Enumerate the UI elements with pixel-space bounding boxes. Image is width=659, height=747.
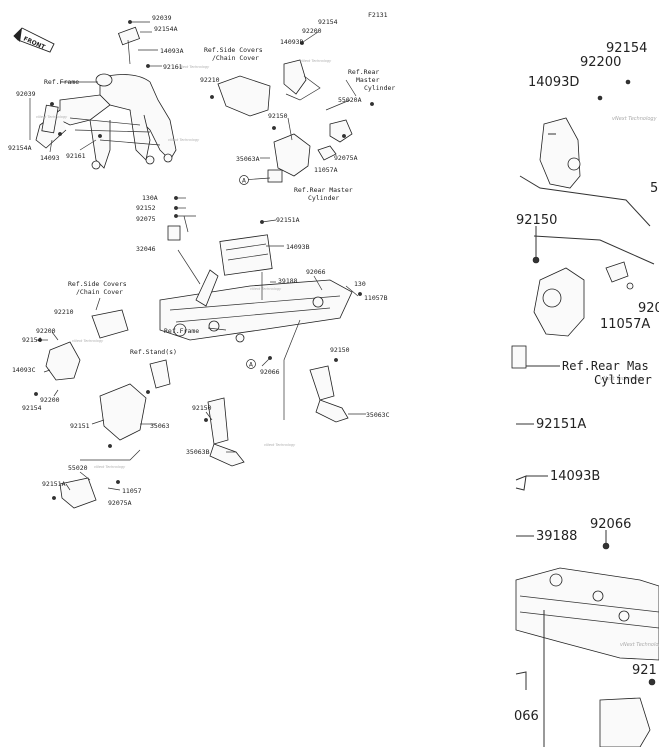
part-label: 92161 [66,152,86,160]
part-label: 14093C [12,366,36,374]
part-label: 92210 [200,76,220,84]
part-label: 92154A [8,144,32,152]
part-label: 92161 [163,63,183,71]
part-label: 92154 [318,18,338,26]
part-label: 92039 [152,14,172,22]
zoom-part-label: 92154 [606,41,647,56]
part-label: 92151A [42,480,66,488]
part-label: 55020A [338,96,362,104]
left-footrest-bracket-drawing [34,309,171,509]
side-covers-ref-label: /Chain Cover [76,288,123,296]
zoom-part-label: 92150 [516,213,557,228]
zoom-part-label: 55 [650,181,659,196]
part-label: 35063B [186,448,210,456]
part-label: 14093A [160,47,184,55]
watermark: vNext Technology [94,465,126,469]
part-label: 92200 [302,27,322,35]
part-label: 92066 [260,368,280,376]
part-label: 92075 [136,215,156,223]
zoom-part-label: 14093B [550,469,600,484]
part-label: 35063C [366,411,390,419]
watermark: vNext Technology [600,376,646,382]
zoom-part-label: 921 [632,663,657,678]
zoom-rear-master-ref-label: Ref.Rear Mas [562,359,649,373]
part-label: 130A [142,194,158,202]
part-label: 92154 [22,404,42,412]
part-label: 92151A [276,216,300,224]
rear-master-bracket-drawing [210,41,374,183]
side-covers-ref-label: /Chain Cover [212,54,259,62]
part-label: 14093 [40,154,60,162]
watermark: vNext Technology [168,138,200,142]
part-label: 92075A [334,154,358,162]
watermark: vNext Technology [620,642,659,648]
callout-circle [239,175,249,185]
rear-master-ref-label: Cylinder [364,84,395,92]
zoom-part-label: 92200 [580,55,621,70]
part-label: 92075A [108,499,132,507]
zoomed-detail-panel [511,79,659,747]
zoom-part-label: 92151A [536,417,586,432]
watermark: vNext Technology [72,339,104,343]
part-label: 92154A [154,25,178,33]
watermark: vNext Technology [264,443,296,447]
rear-master-ref-label: Ref.Rear Master [294,186,353,194]
part-label: 55020 [68,464,88,472]
part-label: 92151 [70,422,90,430]
zoom-part-label: 920 [638,301,659,316]
part-label: 35063A [236,155,260,163]
rear-master-ref-label: Ref.Rear [348,68,379,76]
zoom-part-label: 11057A [600,317,650,332]
part-label: 92150 [192,404,212,412]
zoom-rear-master-ref-label: Cylinder [594,373,652,387]
part-label: 92154 [22,336,42,344]
part-label: 92150 [330,346,350,354]
rear-master-ref-label: Cylinder [308,194,339,202]
part-label: 92210 [54,308,74,316]
stand-ref-label: Ref.Stand(s) [130,348,177,356]
watermark: vNext Technology [300,59,332,63]
part-label: 11057A [314,166,338,174]
figure-id: F2131 [368,11,388,19]
part-label: 32046 [136,245,156,253]
callout-circle [246,359,256,369]
part-label: 11057 [122,487,142,495]
footrest-pegs-drawing [204,365,349,467]
zoom-part-label: 92066 [590,517,631,532]
part-label: 39188 [278,277,298,285]
zoom-part-label: 14093D [528,75,579,90]
zoom-part-label: 066 [514,709,539,724]
rear-master-ref-label: Master [356,76,380,84]
frame-ref-label: Ref.Frame [164,327,199,335]
part-label: 92200 [36,327,56,335]
part-label: 92066 [306,268,326,276]
side-covers-ref-label: Ref.Side Covers [68,280,127,288]
watermark: vNext Technology [250,287,282,291]
front-arrow-icon: FRONT [13,27,55,53]
callout-label: A [249,361,253,369]
watermark: vNext Technology [36,115,68,119]
part-label: 92152 [136,204,156,212]
side-covers-ref-label: Ref.Side Covers [204,46,263,54]
part-label: 11057B [364,294,388,302]
frame-ref-label: Ref.Frame [44,78,79,86]
part-label: 92150 [268,112,288,120]
part-label: 35063 [150,422,170,430]
upper-frame-drawing [35,20,177,170]
part-label: 92039 [16,90,36,98]
part-label: 92200 [40,396,60,404]
callout-label: A [242,177,246,185]
part-label: 14093D [280,38,304,46]
watermark: vNext Technology [178,65,210,69]
zoom-part-label: 39188 [536,529,577,544]
watermark: vNext Technology [612,116,658,122]
part-label: 14093B [286,243,310,251]
main-frame-drawing [159,196,362,362]
part-label: 130 [354,280,366,288]
